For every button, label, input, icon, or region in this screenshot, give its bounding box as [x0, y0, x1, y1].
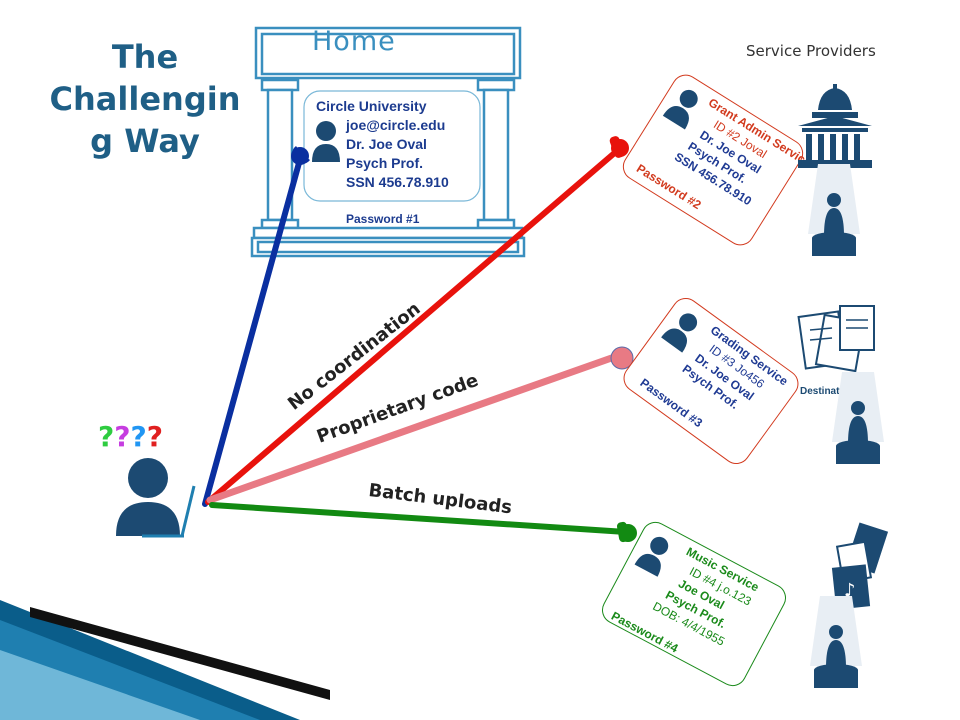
- unknown-identity-marks: ????: [98, 420, 163, 453]
- blue-connection-line: [202, 149, 305, 507]
- home-password: Password #1: [346, 212, 420, 226]
- person-icon: [662, 89, 698, 130]
- red-connection-line: [205, 147, 621, 505]
- person-icon: [661, 313, 698, 353]
- grading-service-card: Grading Service ID #3 Jo456 Dr. Joe Oval…: [617, 292, 805, 470]
- question-mark-3: ?: [130, 420, 147, 453]
- green-connection-line: [209, 502, 629, 535]
- music-service-card: Music Service ID #4 j.o.123 Joe Oval Psy…: [597, 516, 791, 692]
- title-line: Challengin: [49, 80, 241, 118]
- page-title: The Challengin g Way: [30, 36, 260, 162]
- svg-text:♪: ♪: [844, 580, 856, 601]
- home-institution: Circle University: [316, 98, 427, 114]
- question-mark-4: ?: [146, 420, 163, 453]
- question-mark-1: ?: [98, 420, 115, 453]
- pink-connection-line: [206, 351, 624, 504]
- user-at-laptop-icon: [116, 458, 196, 538]
- question-mark-2: ?: [114, 420, 131, 453]
- title-line: The: [111, 38, 179, 76]
- title-line: g Way: [90, 122, 200, 160]
- home-building-icon: [250, 26, 526, 258]
- person-icon: [634, 536, 669, 577]
- grant-admin-service-card: Grant Admin Service ID #2 Joval Dr. Joe …: [617, 69, 814, 251]
- home-name: Dr. Joe Oval: [346, 136, 427, 152]
- home-title: Home: [312, 26, 396, 57]
- home-email: joe@circle.edu: [346, 117, 446, 133]
- agent-icon: [810, 596, 862, 688]
- documents-icon: [797, 305, 875, 373]
- government-building-icon: [798, 84, 872, 168]
- destinations-label: Destinations: [800, 386, 861, 397]
- agent-icon: [832, 372, 884, 464]
- service-providers-label: Service Providers: [746, 42, 876, 60]
- person-icon: [312, 121, 340, 162]
- home-title-role: Psych Prof.: [346, 155, 424, 171]
- home-ssn: SSN 456.78.910: [346, 174, 449, 190]
- agent-icon: [808, 164, 860, 256]
